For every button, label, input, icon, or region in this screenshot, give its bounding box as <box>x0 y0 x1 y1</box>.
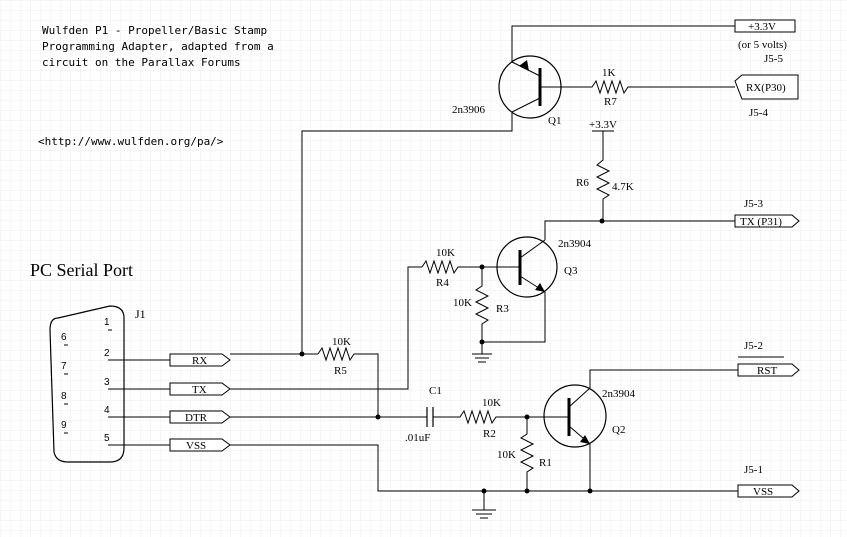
q3-transistor <box>496 236 558 298</box>
tag-tx-p31-label: TX (P31) <box>740 216 782 228</box>
ground-symbol-q3 <box>472 342 492 363</box>
tag-tx-pc: TX <box>169 382 231 396</box>
title-line-1: Wulfden P1 - Propeller/Basic Stamp <box>42 24 267 37</box>
j5-4-label: J5-4 <box>749 107 768 119</box>
r1-value: 10K <box>497 449 516 461</box>
tag-vss-pc: VSS <box>169 438 231 452</box>
r2-value: 10K <box>482 397 501 409</box>
q3-ref: Q3 <box>564 265 578 277</box>
r4-value: 10K <box>436 247 455 259</box>
r3-resistor <box>474 267 490 342</box>
c1-value: .01uF <box>405 432 430 444</box>
tag-rst: RST <box>737 363 800 377</box>
tag-dtr-label: DTR <box>185 412 208 424</box>
r6-value: 4.7K <box>612 181 634 193</box>
q3-type: 2n3904 <box>558 238 592 250</box>
r7-ref: R7 <box>604 96 617 108</box>
q1-ref: Q1 <box>548 115 561 127</box>
tag-tx-p31: TX (P31) <box>734 214 800 228</box>
r2-ref: R2 <box>483 428 496 440</box>
ground-symbol-main <box>472 491 496 519</box>
r3-value: 10K <box>453 297 472 309</box>
tag-vss-out: VSS <box>737 484 800 498</box>
r5-ref: R5 <box>334 365 347 377</box>
tag-rst-label: RST <box>757 365 777 377</box>
pin-8-label: 8 <box>61 391 67 402</box>
q2-transistor <box>543 384 607 448</box>
tag-vss-out-label: VSS <box>753 486 773 498</box>
r1-resistor <box>519 417 535 491</box>
tag-rx-label: RX <box>192 355 207 367</box>
v33-small-label: +3.3V <box>589 119 617 131</box>
r7-resistor <box>576 79 735 95</box>
serial-port-title: PC Serial Port <box>30 260 133 280</box>
url-text: <http://www.wulfden.org/pa/> <box>38 135 224 148</box>
tag-vss-label: VSS <box>186 440 206 452</box>
r4-resistor <box>421 259 498 275</box>
pin-9-label: 9 <box>61 420 67 431</box>
r4-ref: R4 <box>436 277 449 289</box>
tag-rx-p30: RX(P30) <box>734 74 799 100</box>
tag-v33: +3.3V <box>734 19 796 33</box>
title-line-3: circuit on the Parallax Forums <box>42 56 241 69</box>
q1-type: 2n3906 <box>452 104 486 116</box>
tag-v33-label: +3.3V <box>748 21 776 33</box>
pin-5-label: 5 <box>104 433 110 444</box>
v33-note: (or 5 volts) <box>738 39 787 51</box>
title-line-2: Programming Adapter, adapted from a <box>42 40 274 53</box>
q2-ref: Q2 <box>612 424 625 436</box>
tag-rx-p30-label: RX(P30) <box>746 82 786 94</box>
r5-resistor <box>317 346 379 417</box>
tag-tx-label: TX <box>192 384 207 396</box>
j5-3-label: J5-3 <box>744 198 763 210</box>
db9-shell <box>49 305 125 463</box>
r7-value: 1K <box>602 67 616 79</box>
tag-dtr-pc: DTR <box>169 410 231 424</box>
pin-3-label: 3 <box>104 377 110 388</box>
r5-value: 10K <box>332 336 351 348</box>
pin-7-label: 7 <box>61 361 67 372</box>
j5-5-label: J5-5 <box>764 53 783 65</box>
tag-rx-pc: RX <box>169 353 231 367</box>
q1-transistor <box>498 55 576 119</box>
r3-ref: R3 <box>496 303 509 315</box>
pin-4-label: 4 <box>104 405 110 416</box>
r6-ref: R6 <box>576 177 589 189</box>
r2-resistor <box>433 409 548 425</box>
j1-ref: J1 <box>135 307 146 321</box>
q2-type: 2n3904 <box>602 388 636 400</box>
j5-2-label: J5-2 <box>744 340 763 352</box>
j5-1-label: J5-1 <box>744 464 763 476</box>
r6-resistor <box>592 130 614 221</box>
c1-ref: C1 <box>429 385 442 397</box>
pin-1-label: 1 <box>104 317 110 328</box>
r1-ref: R1 <box>539 457 552 469</box>
pin-6-label: 6 <box>61 332 67 343</box>
title-block: Wulfden P1 - Propeller/Basic Stamp Progr… <box>38 24 274 148</box>
db9-connector: J1 1 2 3 4 5 6 7 8 9 <box>49 305 146 463</box>
pin-2-label: 2 <box>104 348 110 359</box>
